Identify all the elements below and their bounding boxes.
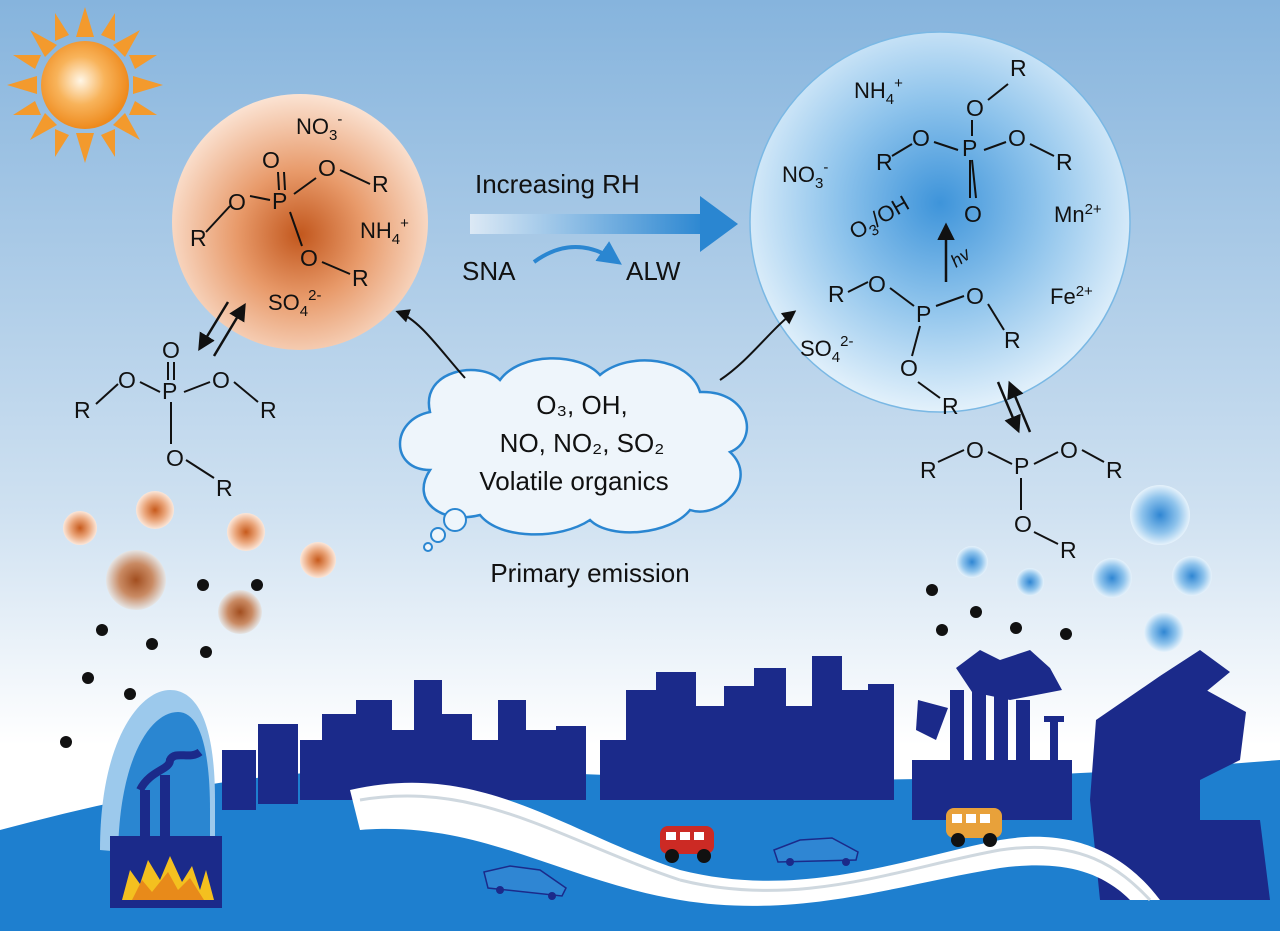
- organophosphate-molecule-right-bottom: P O R O R O R: [828, 271, 1021, 419]
- svg-text:P: P: [916, 301, 931, 327]
- svg-text:R: R: [828, 281, 845, 307]
- svg-text:NO3-: NO3-: [296, 111, 342, 144]
- svg-text:R: R: [260, 397, 277, 423]
- factory-right: [912, 650, 1270, 900]
- cloud-to-left-particle-arrow: [395, 309, 466, 379]
- svg-text:O: O: [318, 155, 336, 181]
- blue-car-icon-2: [483, 865, 567, 900]
- factory-left: [100, 690, 222, 908]
- svg-text:O: O: [1008, 125, 1026, 151]
- svg-text:P: P: [272, 188, 287, 214]
- svg-text:O: O: [166, 445, 184, 471]
- soot-particles: [60, 579, 1072, 748]
- svg-text:O: O: [966, 95, 984, 121]
- sna-to-alw-arrow: [532, 241, 622, 265]
- svg-text:O: O: [964, 201, 982, 227]
- svg-text:O: O: [966, 437, 984, 463]
- increasing-rh-label: Increasing RH: [475, 169, 640, 199]
- svg-text:NH4+: NH4+: [854, 75, 903, 108]
- svg-text:P: P: [1014, 453, 1029, 479]
- emission-cloud: [398, 357, 748, 552]
- svg-text:R: R: [1060, 537, 1077, 563]
- svg-text:SO42-: SO42-: [800, 333, 853, 366]
- svg-text:R: R: [1056, 149, 1073, 175]
- svg-text:SO42-: SO42-: [268, 287, 321, 320]
- nh4-ion-left: NH4+: [360, 215, 409, 248]
- svg-text:R: R: [216, 475, 233, 501]
- svg-text:O: O: [300, 245, 318, 271]
- sna-label: SNA: [462, 256, 516, 286]
- svg-text:O: O: [966, 283, 984, 309]
- aqueous-aerosol-particle: [749, 31, 1131, 413]
- blue-car-icon: [773, 837, 859, 866]
- orange-particles: [63, 491, 336, 634]
- svg-text:R: R: [372, 171, 389, 197]
- svg-text:O: O: [1014, 511, 1032, 537]
- organophosphate-molecule-left-particle: P O O O O R R R: [190, 147, 389, 291]
- cloud-line-volatile-organics: Volatile organics: [479, 466, 668, 496]
- orange-bus-icon: [946, 808, 1002, 847]
- svg-text:O: O: [118, 367, 136, 393]
- cloud-to-right-particle-arrow: [719, 310, 797, 381]
- svg-text:O: O: [1060, 437, 1078, 463]
- svg-text:R: R: [876, 149, 893, 175]
- equilibrium-arrows-right: [996, 380, 1032, 434]
- blue-particles: [956, 485, 1212, 652]
- city-skyline: [222, 656, 894, 810]
- svg-text:R: R: [352, 265, 369, 291]
- svg-text:R: R: [1010, 55, 1027, 81]
- svg-text:R: R: [74, 397, 91, 423]
- svg-text:R: R: [1004, 327, 1021, 353]
- organophosphate-molecule-right-top: P O R O O R R O: [876, 55, 1073, 227]
- svg-text:NO3-: NO3-: [782, 159, 828, 192]
- svg-text:O: O: [900, 355, 918, 381]
- red-bus-icon: [660, 826, 714, 863]
- svg-text:O: O: [162, 337, 180, 363]
- svg-text:R: R: [942, 393, 959, 419]
- fe-ion: Fe2+: [1050, 283, 1093, 309]
- svg-text:P: P: [962, 135, 977, 161]
- organophosphate-molecule-gas-right: P O O R R O R: [920, 437, 1123, 563]
- nh4-ion-right: NH4+: [854, 75, 903, 108]
- so4-ion-right: SO42-: [800, 333, 853, 366]
- primary-emission-label: Primary emission: [490, 558, 689, 588]
- no3-ion-right: NO3-: [782, 159, 828, 192]
- svg-text:P: P: [162, 378, 177, 404]
- road: [350, 782, 1160, 906]
- svg-text:O: O: [212, 367, 230, 393]
- svg-text:R: R: [920, 457, 937, 483]
- organophosphate-molecule-gas-left: P O O O O R R R: [74, 337, 277, 501]
- increasing-rh-arrow: [470, 196, 738, 252]
- sun-icon: [7, 7, 163, 163]
- svg-text:O: O: [868, 271, 886, 297]
- svg-text:O: O: [262, 147, 280, 173]
- no3-ion-left: NO3-: [296, 111, 342, 144]
- svg-text:Fe2+: Fe2+: [1050, 283, 1093, 309]
- dry-aerosol-particle: [172, 94, 428, 350]
- svg-text:Mn2+: Mn2+: [1054, 201, 1102, 227]
- svg-text:O: O: [228, 189, 246, 215]
- svg-text:R: R: [190, 225, 207, 251]
- svg-text:O: O: [912, 125, 930, 151]
- svg-text:R: R: [1106, 457, 1123, 483]
- so4-ion-left: SO42-: [268, 287, 321, 320]
- equilibrium-arrows-left: [198, 301, 246, 357]
- alw-label: ALW: [626, 256, 681, 286]
- cloud-line-oxidants: O₃, OH,: [536, 390, 627, 420]
- cloud-line-nox-sox: NO, NO₂, SO₂: [500, 428, 665, 458]
- mn-ion: Mn2+: [1054, 201, 1102, 227]
- svg-text:NH4+: NH4+: [360, 215, 409, 248]
